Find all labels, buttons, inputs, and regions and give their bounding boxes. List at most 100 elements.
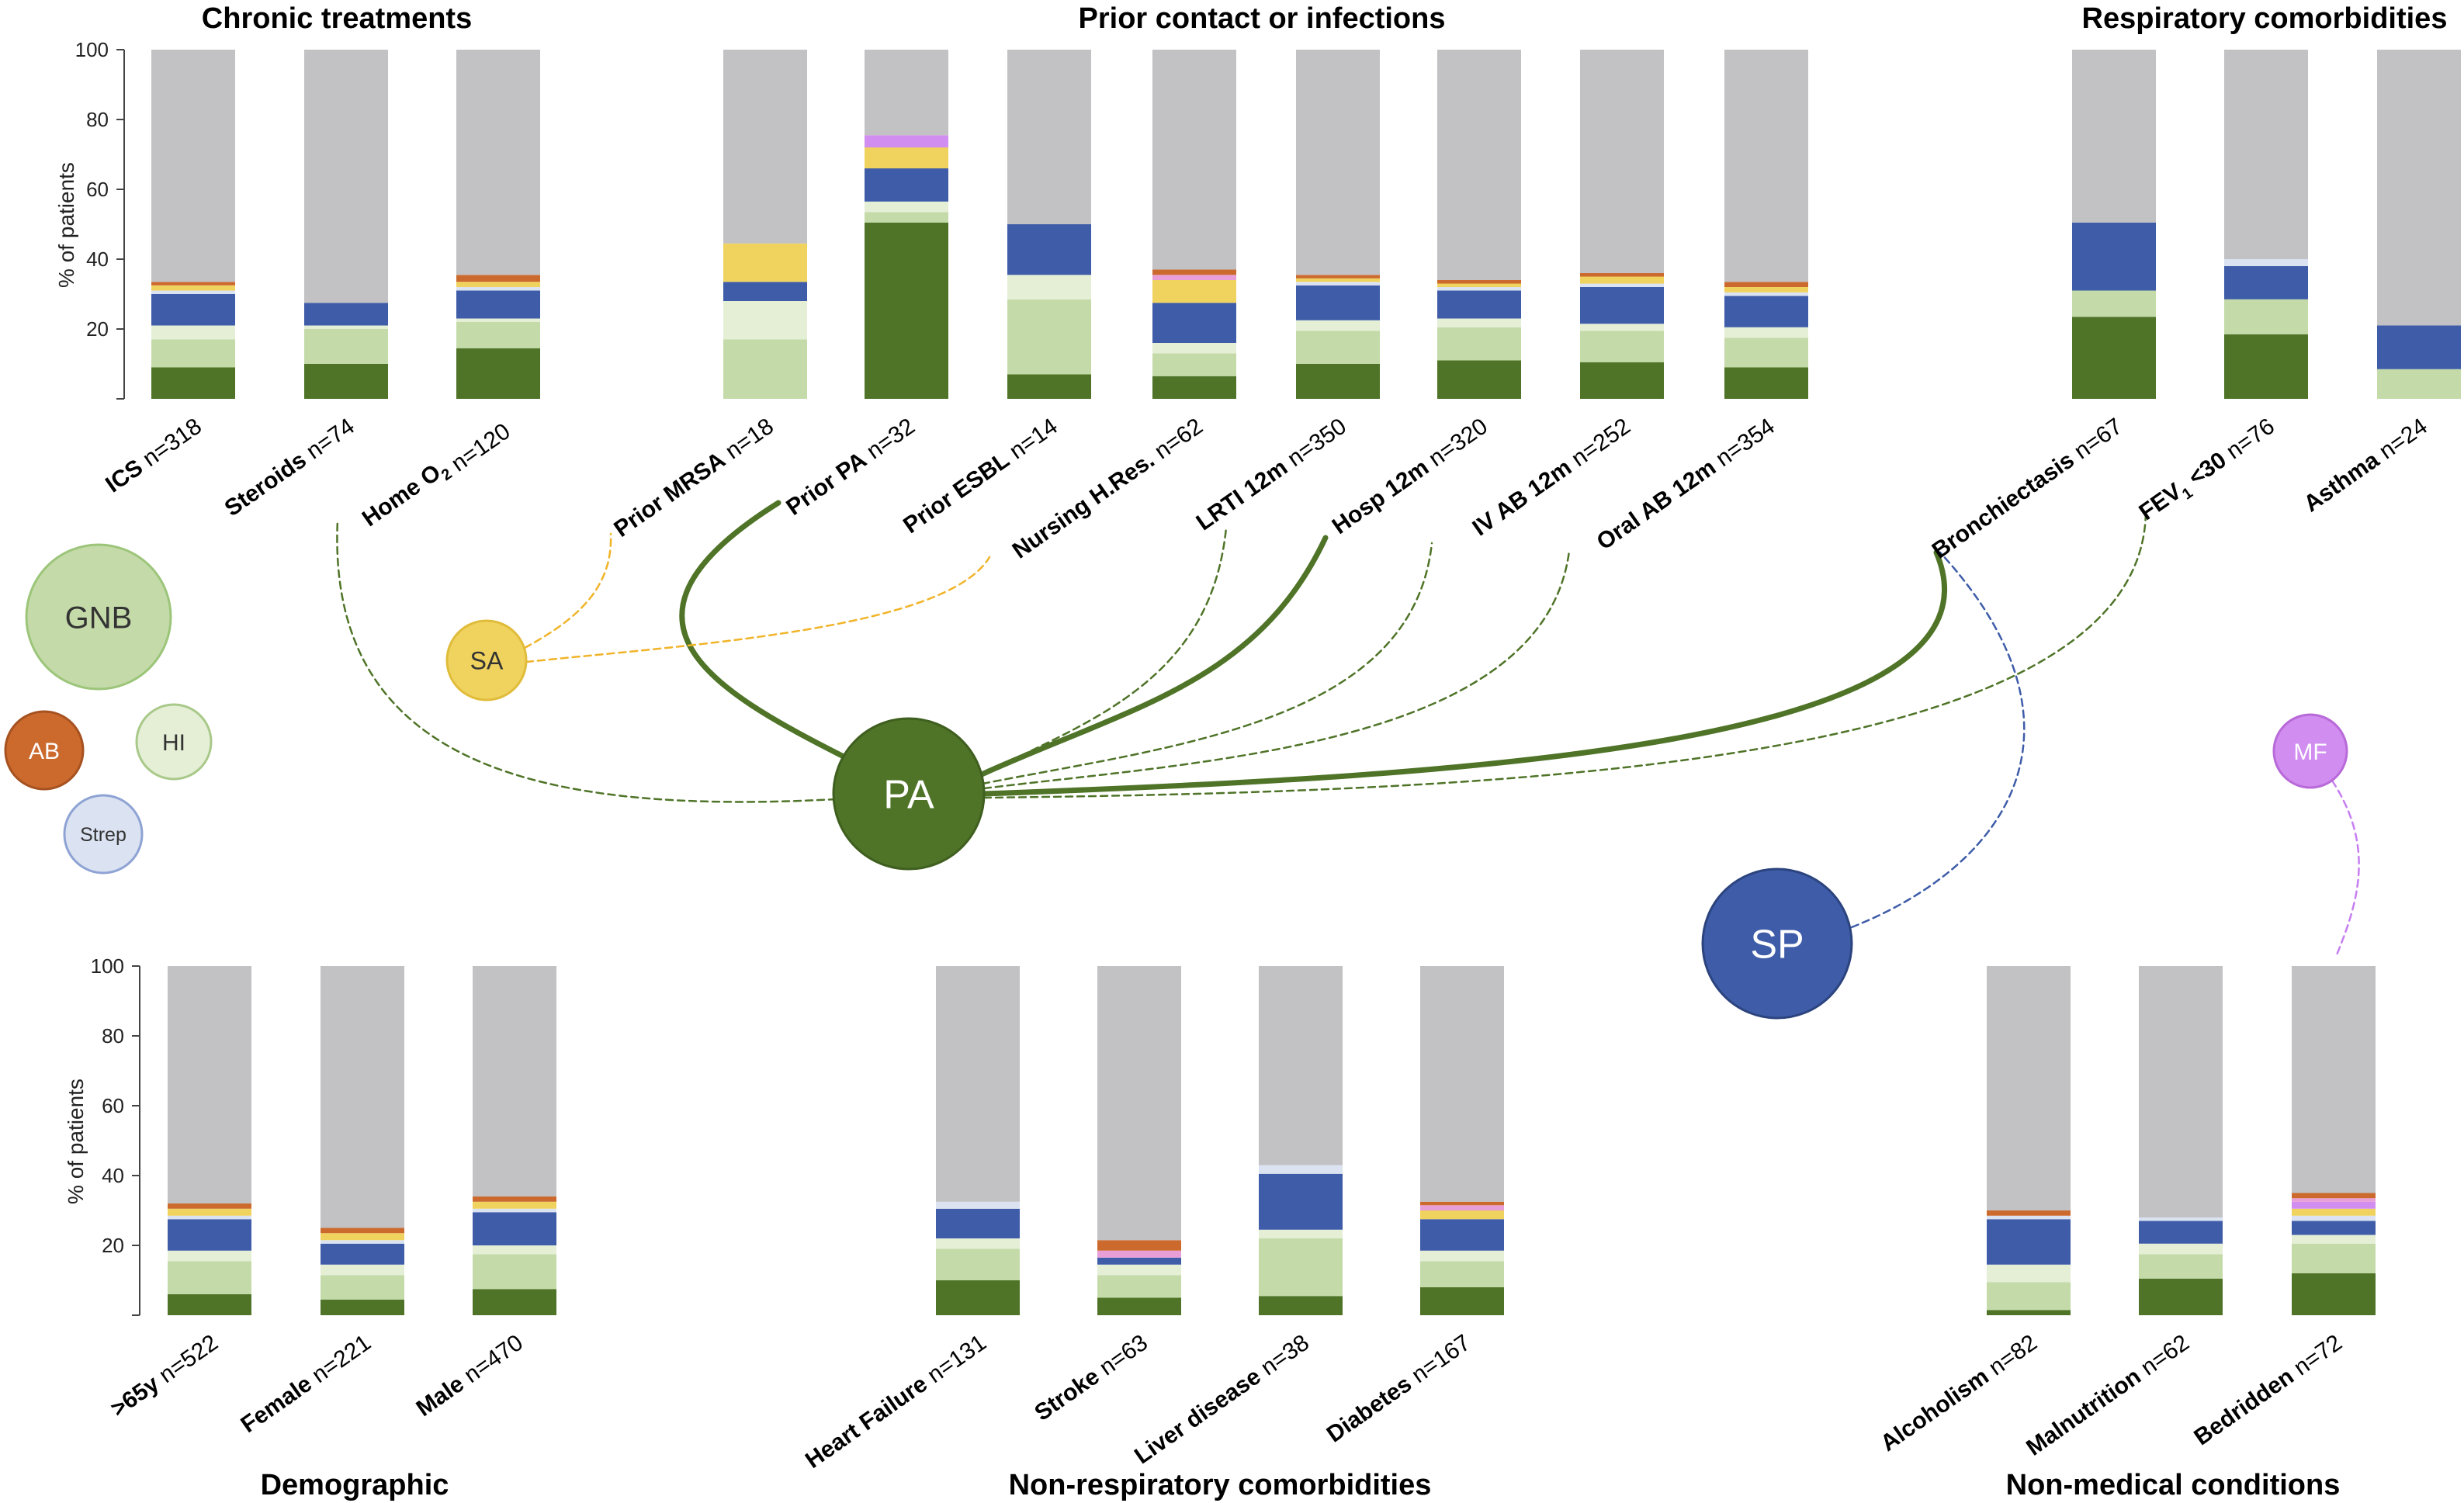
bar-segment-grey xyxy=(865,50,948,136)
bar-segment-orange xyxy=(1437,280,1521,284)
node-label: AB xyxy=(29,739,60,764)
bar-segment-green-dark xyxy=(2224,334,2308,399)
link-pa-prior-pa xyxy=(679,500,847,760)
bar-segment-orange xyxy=(456,275,540,282)
category-n: n=38 xyxy=(1251,1330,1314,1385)
category-n: n=350 xyxy=(1277,414,1351,476)
bar-segment-green-pale xyxy=(473,1245,556,1255)
category-label-fev1-30: FEV1 <30 n=76 xyxy=(2134,414,2282,529)
bar-segment-green-light xyxy=(1437,327,1521,361)
bar-segment-blue xyxy=(1296,285,1380,320)
link-pa-bronchiectasis xyxy=(981,549,1947,797)
bar-segment-green-dark xyxy=(1097,1297,1181,1315)
node-label: PA xyxy=(883,773,934,818)
panel-title: Demographic xyxy=(261,1469,449,1501)
bar-segment-yellow xyxy=(723,243,807,282)
bar-segment-green-light xyxy=(1987,1282,2071,1311)
panel-title: Non-medical conditions xyxy=(2006,1469,2341,1501)
bar-segment-blue-pale xyxy=(151,290,235,294)
bar-segment-green-light xyxy=(723,339,807,399)
bar-segment-blue xyxy=(1259,1173,1343,1230)
category-label-steroids: Steroids n=74 xyxy=(220,414,359,521)
y-tick-label: 60 xyxy=(102,1094,124,1117)
y-tick-label: 80 xyxy=(86,108,109,131)
bar-bedridden xyxy=(2292,966,2376,1315)
bar-segment-orange xyxy=(1724,282,1808,287)
bar-segment-blue-pale xyxy=(1296,282,1380,286)
category-label-bedridden: Bedridden n=72 xyxy=(2189,1330,2347,1451)
bar-segment-yellow xyxy=(1420,1210,1504,1220)
bar-segment-blue-pale xyxy=(321,1240,404,1244)
bar-segment-grey xyxy=(1296,50,1380,275)
node-circle xyxy=(832,717,986,871)
bar-segment-green-pale xyxy=(456,318,540,322)
bar-segment-blue xyxy=(2224,266,2308,300)
bar-segment-pink xyxy=(1152,275,1236,280)
bar-segment-orange xyxy=(1580,273,1664,277)
category-n: n=167 xyxy=(1402,1330,1475,1392)
bar-segment-pink xyxy=(1097,1250,1181,1258)
category-n: n=67 xyxy=(2064,414,2127,469)
node-label: MF xyxy=(2293,739,2327,765)
link-sa-prior-mrsa xyxy=(523,532,612,649)
category-name: Asthma xyxy=(2299,447,2384,517)
bar-segment-blue xyxy=(456,290,540,319)
panel-title: Respiratory comorbidities xyxy=(2082,2,2448,35)
bar-segment-green-light xyxy=(1420,1261,1504,1287)
bar-segment-grey xyxy=(1580,50,1664,273)
bar-segment-green-dark xyxy=(865,222,948,399)
bar-segment-green-dark xyxy=(1724,367,1808,399)
bar-segment-green-dark xyxy=(2292,1273,2376,1315)
bar-segment-green-pale xyxy=(936,1238,1020,1249)
bar-segment-grey xyxy=(1724,50,1808,282)
bar-segment-green-pale xyxy=(151,325,235,340)
bar-segment-yellow xyxy=(2292,1208,2376,1216)
category-name: Prior ESBL xyxy=(899,447,1014,539)
panel-non-medical-conditions: Non-medical conditions Alcoholism n=82Mal… xyxy=(1876,966,2376,1501)
category-label-lrti-12m: LRTI 12m n=350 xyxy=(1192,414,1351,536)
y-tick-label: 40 xyxy=(102,1164,124,1187)
category-n: n=74 xyxy=(296,414,359,469)
bar-segment-blue xyxy=(1152,303,1236,343)
node-pa: PA xyxy=(832,717,986,871)
link-mf-bedridden xyxy=(2331,779,2360,958)
bar-segment-yellow xyxy=(1437,283,1521,287)
bar-stroke xyxy=(1097,966,1181,1315)
bar-segment-green-dark xyxy=(1007,374,1091,399)
bar-male xyxy=(473,966,556,1315)
category-n: n=470 xyxy=(454,1330,528,1392)
bar-segment-blue xyxy=(1097,1257,1181,1265)
category-label-malnutrition: Malnutrition n=62 xyxy=(2022,1330,2194,1461)
category-name: IV AB 12m xyxy=(1468,455,1577,542)
category-n: n=18 xyxy=(716,414,778,469)
node-label: HI xyxy=(162,730,185,756)
bar-segment-orange xyxy=(151,282,235,286)
bar-segment-green-pale xyxy=(1296,320,1380,331)
bar-segment-yellow xyxy=(1152,280,1236,303)
category-n: n=14 xyxy=(1000,414,1062,469)
category-label-alcoholism: Alcoholism n=82 xyxy=(1876,1330,2042,1456)
bar-segment-blue-pale xyxy=(168,1215,251,1220)
category-n: n=354 xyxy=(1706,414,1780,476)
bar-segment-orange xyxy=(1097,1240,1181,1251)
bar-segment-blue-pale xyxy=(1987,1215,2071,1220)
bar-segment-green-dark xyxy=(473,1289,556,1315)
category-n: n=318 xyxy=(133,414,206,476)
bar-segment-violet xyxy=(865,135,948,147)
link-pa-iv-ab-12m xyxy=(981,542,1433,785)
bar-segment-orange xyxy=(1987,1210,2071,1216)
category-label-heart-failure: Heart Failure n=131 xyxy=(801,1330,991,1474)
category-label-prior-pa: Prior PA n=32 xyxy=(781,414,920,521)
category-name: Diabetes xyxy=(1322,1371,1416,1448)
category-n: n=62 xyxy=(1145,414,1208,469)
node-circle xyxy=(63,794,144,874)
bar-65y xyxy=(168,966,251,1315)
bar-segment-green-dark xyxy=(1437,360,1521,399)
link-sa-nursing-h-res xyxy=(525,556,991,663)
bar-segment-orange xyxy=(1296,275,1380,279)
bar-segment-blue xyxy=(1420,1219,1504,1251)
bar-segment-green-light xyxy=(2072,290,2156,317)
category-label-stroke: Stroke n=63 xyxy=(1030,1330,1152,1426)
bar-segment-orange xyxy=(1152,269,1236,275)
